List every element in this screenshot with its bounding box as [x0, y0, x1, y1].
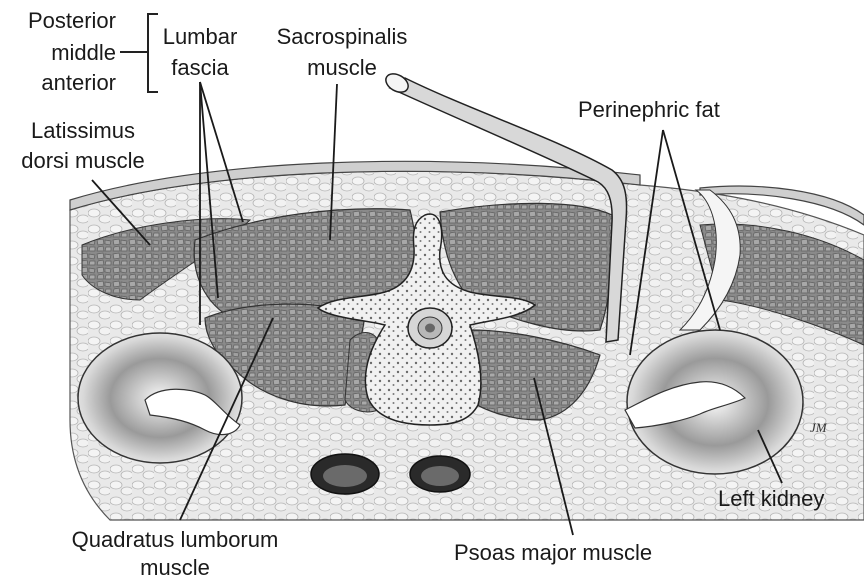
skin-layer-right: [699, 185, 864, 226]
label-psoas-major: Psoas major muscle: [454, 540, 653, 565]
label-posterior: Posterior: [27, 8, 116, 33]
label-dorsi-muscle: dorsi muscle: [21, 148, 145, 173]
label-lumbar: Lumbar: [162, 24, 238, 49]
label-quadratus-muscle: muscle: [140, 555, 210, 580]
label-latissimus: Latissimus: [31, 118, 135, 143]
skin-layer: [69, 160, 641, 211]
artist-signature: JM: [810, 420, 828, 435]
label-sacrospinalis-muscle: muscle: [307, 55, 377, 80]
label-left-kidney: Left kidney: [718, 486, 825, 511]
instrument-tube: [388, 77, 628, 343]
right-flank-muscle: [699, 223, 864, 346]
label-anterior: anterior: [41, 70, 116, 95]
leader-lines: [91, 81, 783, 536]
label-fascia: fascia: [171, 55, 229, 80]
label-quadratus: Quadratus lumborum: [71, 527, 279, 552]
label-sacrospinalis: Sacrospinalis: [276, 24, 408, 49]
label-middle: middle: [51, 40, 116, 65]
psoas-major-region: [461, 329, 601, 421]
label-perinephric-fat: Perinephric fat: [578, 97, 720, 122]
